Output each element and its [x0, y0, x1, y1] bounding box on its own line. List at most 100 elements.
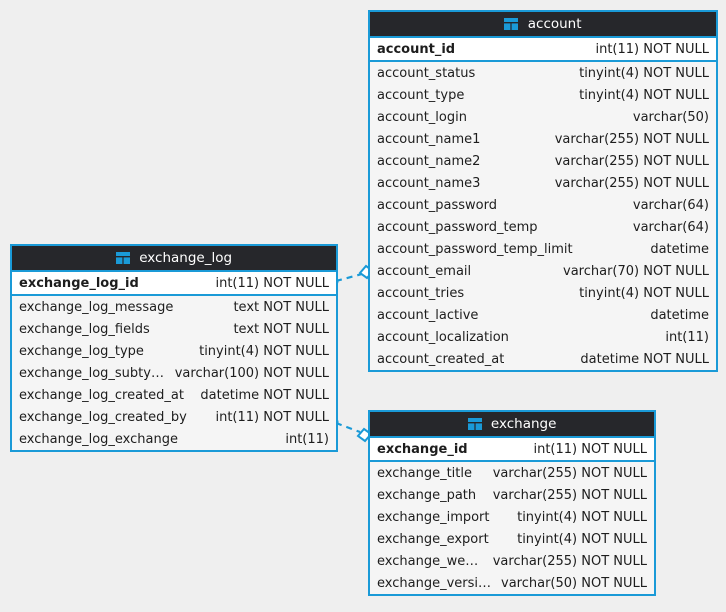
entity-exchange-log-pk-section: exchange_log_id int(11) NOT NULL	[12, 272, 336, 296]
field-row-pk[interactable]: exchange_log_id int(11) NOT NULL	[12, 272, 336, 294]
field-type: tinyint(4) NOT NULL	[517, 509, 647, 525]
field-name: exchange_log_created_at	[19, 387, 184, 403]
field-type: varchar(100) NOT NULL	[174, 365, 329, 381]
field-type: varchar(255) NOT NULL	[554, 131, 709, 147]
table-icon	[504, 14, 519, 36]
field-name: exchange_export	[377, 531, 489, 547]
field-name: account_status	[377, 65, 476, 81]
field-row-account-login[interactable]: account_login varchar(50)	[370, 106, 716, 128]
entity-account-header[interactable]: account	[370, 12, 716, 38]
field-name: exchange_id	[377, 441, 468, 457]
entity-exchange-log-title: exchange_log	[139, 250, 233, 266]
field-row-exchange-log-fields[interactable]: exchange_log_fields text NOT NULL	[12, 318, 336, 340]
field-name: exchange_log_subtype	[19, 365, 165, 381]
field-row-exchange-export[interactable]: exchange_export tinyint(4) NOT NULL	[370, 528, 654, 550]
field-row-exchange-path[interactable]: exchange_path varchar(255) NOT NULL	[370, 484, 654, 506]
field-row-exchange-import[interactable]: exchange_import tinyint(4) NOT NULL	[370, 506, 654, 528]
field-row-pk[interactable]: exchange_id int(11) NOT NULL	[370, 438, 654, 460]
relationship-line	[335, 421, 361, 434]
field-row-account-name1[interactable]: account_name1 varchar(255) NOT NULL	[370, 128, 716, 150]
field-type: int(11) NOT NULL	[595, 41, 709, 57]
field-row-account-name3[interactable]: account_name3 varchar(255) NOT NULL	[370, 172, 716, 194]
entity-account[interactable]: account account_id int(11) NOT NULL acco…	[368, 10, 718, 372]
field-row-account-password[interactable]: account_password varchar(64)	[370, 194, 716, 216]
field-name: account_name3	[377, 175, 481, 191]
field-name: exchange_website	[377, 553, 483, 569]
field-row-exchange-version[interactable]: exchange_version varchar(50) NOT NULL	[370, 572, 654, 594]
field-type: tinyint(4) NOT NULL	[199, 343, 329, 359]
field-row-account-name2[interactable]: account_name2 varchar(255) NOT NULL	[370, 150, 716, 172]
field-name: account_password	[377, 197, 498, 213]
field-type: varchar(255) NOT NULL	[492, 465, 647, 481]
field-row-account-password-temp-limit[interactable]: account_password_temp_limit datetime	[370, 238, 716, 260]
field-name: account_localization	[377, 329, 509, 345]
field-type: tinyint(4) NOT NULL	[517, 531, 647, 547]
field-name: account_id	[377, 41, 456, 57]
field-row-account-email[interactable]: account_email varchar(70) NOT NULL	[370, 260, 716, 282]
field-row-exchange-log-subtype[interactable]: exchange_log_subtype varchar(100) NOT NU…	[12, 362, 336, 384]
field-name: exchange_title	[377, 465, 472, 481]
entity-exchange-header[interactable]: exchange	[370, 412, 654, 438]
field-row-pk[interactable]: account_id int(11) NOT NULL	[370, 38, 716, 60]
field-row-account-status[interactable]: account_status tinyint(4) NOT NULL	[370, 62, 716, 84]
entity-account-title: account	[527, 16, 582, 32]
relationship-line	[335, 272, 363, 283]
field-name: exchange_log_type	[19, 343, 144, 359]
entity-account-fields: account_status tinyint(4) NOT NULL accou…	[370, 62, 716, 370]
field-name: account_login	[377, 109, 467, 125]
field-type: varchar(50) NOT NULL	[501, 575, 647, 591]
field-name: account_email	[377, 263, 472, 279]
field-name: exchange_import	[377, 509, 490, 525]
entity-exchange-pk-section: exchange_id int(11) NOT NULL	[370, 438, 654, 462]
field-row-exchange-website[interactable]: exchange_website varchar(255) NOT NULL	[370, 550, 654, 572]
field-row-exchange-log-type[interactable]: exchange_log_type tinyint(4) NOT NULL	[12, 340, 336, 362]
table-icon	[467, 414, 482, 436]
field-type: varchar(255) NOT NULL	[554, 175, 709, 191]
field-type: varchar(70) NOT NULL	[563, 263, 709, 279]
field-name: account_password_temp_limit	[377, 241, 573, 257]
field-type: tinyint(4) NOT NULL	[579, 65, 709, 81]
field-name: account_name2	[377, 153, 481, 169]
field-row-account-type[interactable]: account_type tinyint(4) NOT NULL	[370, 84, 716, 106]
field-type: datetime NOT NULL	[580, 351, 709, 367]
entity-exchange-log[interactable]: exchange_log exchange_log_id int(11) NOT…	[10, 244, 338, 452]
field-row-exchange-log-message[interactable]: exchange_log_message text NOT NULL	[12, 296, 336, 318]
field-row-exchange-log-exchange[interactable]: exchange_log_exchange int(11)	[12, 428, 336, 450]
field-type: varchar(255) NOT NULL	[492, 553, 647, 569]
entity-exchange[interactable]: exchange exchange_id int(11) NOT NULL ex…	[368, 410, 656, 596]
field-type: datetime	[650, 241, 709, 257]
field-row-account-lactive[interactable]: account_lactive datetime	[370, 304, 716, 326]
field-type: int(11) NOT NULL	[215, 409, 329, 425]
field-type: varchar(255) NOT NULL	[492, 487, 647, 503]
field-row-account-password-temp[interactable]: account_password_temp varchar(64)	[370, 216, 716, 238]
field-name: account_tries	[377, 285, 465, 301]
field-row-exchange-log-created-by[interactable]: exchange_log_created_by int(11) NOT NULL	[12, 406, 336, 428]
field-row-account-created-at[interactable]: account_created_at datetime NOT NULL	[370, 348, 716, 370]
entity-exchange-fields: exchange_title varchar(255) NOT NULL exc…	[370, 462, 654, 594]
field-name: account_password_temp	[377, 219, 538, 235]
entity-exchange-title: exchange	[490, 416, 557, 432]
field-row-exchange-log-created-at[interactable]: exchange_log_created_at datetime NOT NUL…	[12, 384, 336, 406]
field-type: tinyint(4) NOT NULL	[579, 285, 709, 301]
field-name: exchange_path	[377, 487, 477, 503]
field-name: account_created_at	[377, 351, 505, 367]
field-name: account_name1	[377, 131, 481, 147]
field-type: varchar(64)	[632, 219, 709, 235]
field-type: varchar(64)	[632, 197, 709, 213]
field-row-account-tries[interactable]: account_tries tinyint(4) NOT NULL	[370, 282, 716, 304]
field-type: varchar(50)	[632, 109, 709, 125]
entity-account-pk-section: account_id int(11) NOT NULL	[370, 38, 716, 62]
field-type: text NOT NULL	[233, 299, 329, 315]
field-name: exchange_log_message	[19, 299, 174, 315]
field-name: exchange_log_fields	[19, 321, 150, 337]
field-type: int(11) NOT NULL	[533, 441, 647, 457]
field-type: datetime NOT NULL	[200, 387, 329, 403]
field-type: tinyint(4) NOT NULL	[579, 87, 709, 103]
field-name: exchange_version	[377, 575, 491, 591]
entity-exchange-log-header[interactable]: exchange_log	[12, 246, 336, 272]
field-row-exchange-title[interactable]: exchange_title varchar(255) NOT NULL	[370, 462, 654, 484]
entity-exchange-log-fields: exchange_log_message text NOT NULL excha…	[12, 296, 336, 450]
field-type: text NOT NULL	[233, 321, 329, 337]
field-name: exchange_log_exchange	[19, 431, 178, 447]
field-row-account-localization[interactable]: account_localization int(11)	[370, 326, 716, 348]
